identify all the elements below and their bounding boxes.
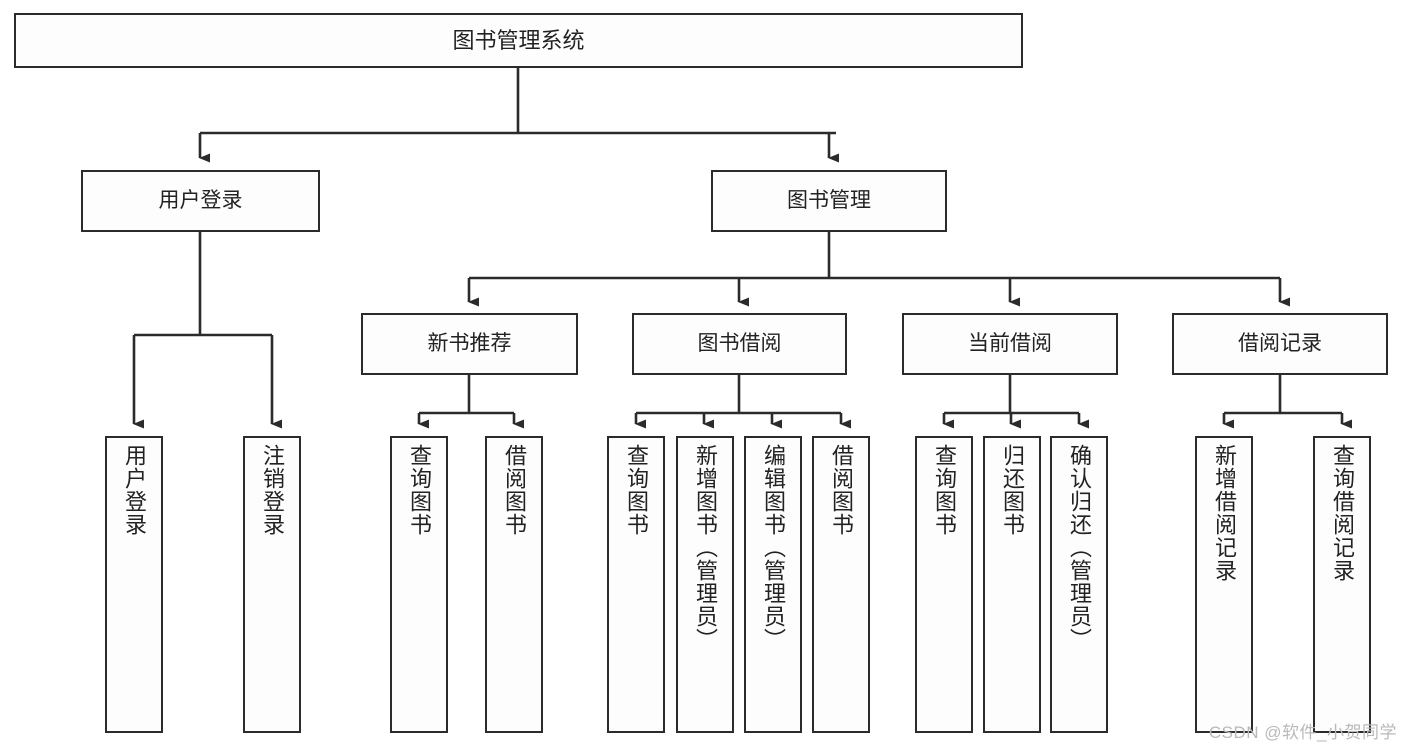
- node-label: 用户登录: [122, 444, 147, 536]
- node-label: 借阅图书: [829, 444, 854, 536]
- node-label: 查询借阅记录: [1330, 444, 1355, 582]
- leaf-current-return-book[interactable]: 归还图书: [983, 436, 1041, 733]
- leaf-current-confirm-return-admin[interactable]: 确认归还（管理员）: [1050, 436, 1108, 733]
- leaf-recommend-borrow-book[interactable]: 借阅图书: [485, 436, 543, 733]
- leaf-current-query-book[interactable]: 查询图书: [915, 436, 973, 733]
- node-label: 当前借阅: [968, 331, 1052, 355]
- node-label: 图书管理系统: [452, 27, 585, 53]
- leaf-borrow-borrow-book[interactable]: 借阅图书: [812, 436, 870, 733]
- node-label: 新增图书（管理员）: [693, 444, 718, 651]
- node-borrow-record[interactable]: 借阅记录: [1172, 313, 1388, 375]
- leaf-record-query-record[interactable]: 查询借阅记录: [1313, 436, 1371, 733]
- node-label: 确认归还（管理员）: [1067, 444, 1092, 651]
- node-label: 查询图书: [624, 444, 649, 536]
- leaf-recommend-query-book[interactable]: 查询图书: [390, 436, 448, 733]
- leaf-user-login-signin[interactable]: 用户登录: [105, 436, 163, 733]
- node-label: 归还图书: [1000, 444, 1025, 536]
- node-current-borrow[interactable]: 当前借阅: [902, 313, 1118, 375]
- node-label: 查询图书: [407, 444, 432, 536]
- node-label: 用户登录: [158, 188, 243, 212]
- node-new-book-recommend[interactable]: 新书推荐: [361, 313, 578, 375]
- leaf-user-login-signout[interactable]: 注销登录: [243, 436, 301, 733]
- node-label: 图书借阅: [697, 331, 782, 355]
- node-label: 借阅图书: [502, 444, 527, 536]
- node-label: 新增借阅记录: [1212, 444, 1237, 582]
- watermark-text: CSDN @软件_小贺同学: [1208, 723, 1397, 742]
- leaf-borrow-add-book-admin[interactable]: 新增图书（管理员）: [676, 436, 734, 733]
- node-root-system[interactable]: 图书管理系统: [14, 13, 1023, 68]
- node-label: 新书推荐: [427, 331, 512, 355]
- node-book-borrow[interactable]: 图书借阅: [632, 313, 847, 375]
- node-label: 查询图书: [932, 444, 957, 536]
- node-label: 图书管理: [787, 188, 871, 212]
- node-label: 借阅记录: [1238, 331, 1322, 355]
- node-book-management[interactable]: 图书管理: [711, 170, 947, 232]
- leaf-borrow-query-book[interactable]: 查询图书: [607, 436, 665, 733]
- leaf-borrow-edit-book-admin[interactable]: 编辑图书（管理员）: [744, 436, 802, 733]
- node-user-login[interactable]: 用户登录: [81, 170, 320, 232]
- leaf-record-add-record[interactable]: 新增借阅记录: [1195, 436, 1253, 733]
- node-label: 编辑图书（管理员）: [761, 444, 786, 651]
- node-label: 注销登录: [260, 444, 285, 536]
